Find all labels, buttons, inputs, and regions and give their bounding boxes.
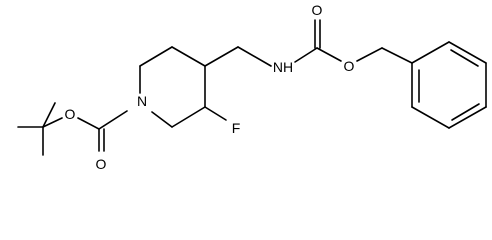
atom-oxygen-cbz-ether: O [344, 58, 355, 74]
phenyl-ring [411, 41, 487, 129]
bond-ph-inner-2 [451, 103, 480, 121]
bond-oxygen-to-carbonyl [77, 117, 100, 130]
atom-fluorine: F [232, 120, 241, 136]
bond-c5-c6 [171, 106, 206, 128]
bond-ph-3 [448, 106, 487, 129]
bond-tbu-to-oxygen [42, 117, 63, 128]
bond-c2-c3 [139, 46, 173, 67]
atom-oxygen-boc-carbonyl: O [96, 156, 107, 172]
tert-butyl-group [17, 102, 63, 156]
bond-c4-ch2 [204, 46, 239, 67]
cbz-carbamate [294, 19, 413, 64]
bond-ph-6 [411, 41, 450, 64]
bond-c5-fluorine [204, 106, 227, 121]
atom-nh-amide: NH [273, 59, 293, 75]
boc-carbamate [77, 110, 128, 152]
bond-ph-2 [411, 106, 450, 129]
bond-tbu-methyl-up [42, 102, 56, 128]
bond-nh-carbonyl [294, 47, 318, 63]
bond-ch2-nh [237, 46, 272, 67]
atom-oxygen-boc-ether: O [65, 106, 76, 122]
bond-carbonyl-to-ether-o [316, 47, 342, 62]
atom-nitrogen-ring: N [137, 93, 147, 109]
bond-c6-n [151, 111, 173, 128]
methylene-linker [204, 46, 272, 67]
atom-oxygen-cbz-carbonyl: O [312, 2, 323, 18]
bond-c3-c4 [171, 46, 206, 67]
bond-ph-5 [448, 41, 487, 64]
piperidine-ring [139, 46, 227, 128]
bond-ether-o-to-ch2 [356, 47, 383, 62]
molecule-diagram: O O N F NH O O [17, 2, 487, 172]
bond-ch2-to-phenyl [381, 47, 413, 64]
bond-carbonyl-to-n [98, 110, 128, 130]
structure-svg: O O N F NH O O [17, 2, 487, 172]
bond-ph-inner-3 [450, 49, 479, 67]
